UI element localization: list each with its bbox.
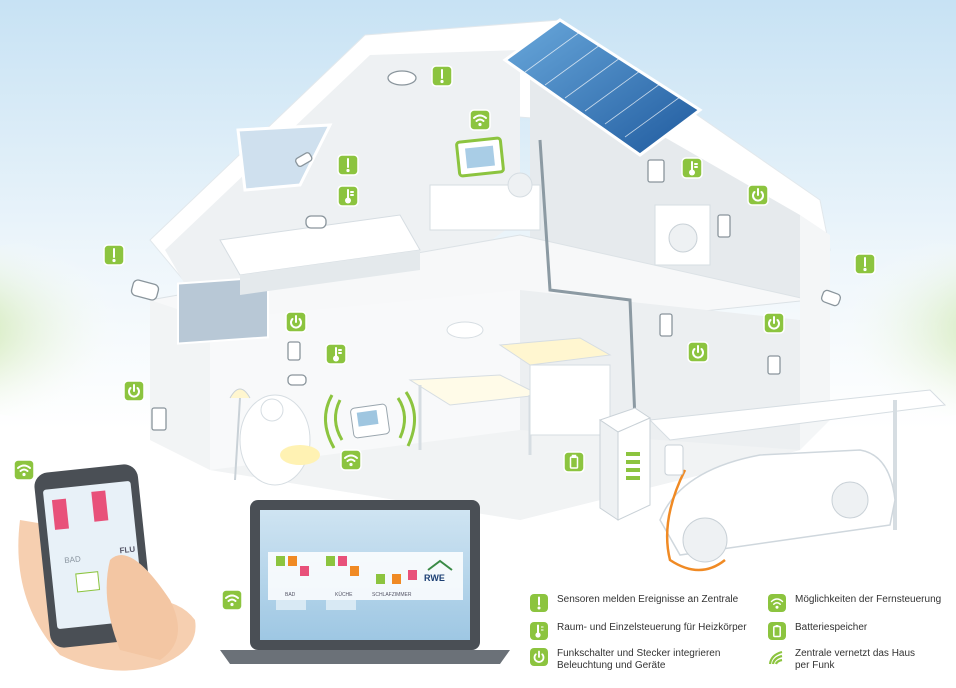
wifi-badge-central [340,449,362,471]
legend-item-heating: Raum- und Einzelsteuerung für Heizkörper [530,622,747,640]
legend-text-network-1: Zentrale vernetzt das Haus [795,648,916,659]
wifi-badge-phone [13,459,35,481]
attic-desk [429,172,541,231]
power-badge-living-wall [285,311,307,333]
rwe-logo: RWE [424,559,453,583]
laptop-room-2: KÜCHE [335,591,353,598]
thermometer-badge-attic [337,185,359,207]
alert-icon [530,594,548,612]
power-badge-kitchen [687,341,709,363]
alert-badge-left [103,244,125,266]
solar-cable [538,139,637,421]
legend-text-heating: Raum- und Einzelsteuerung für Heizkörper [557,622,747,633]
alert-badge-window [337,154,359,176]
wifi-icon [768,594,786,612]
legend-text-remote: Möglichkeiten der Fernsteuerung [795,594,942,605]
laptop-brand: RWE [424,573,445,583]
legend-item-switches: Funkschalter und Stecker integrieren Bel… [530,648,720,672]
smart-home-central-unit [324,391,416,449]
alert-badge-roof [431,65,453,87]
phone-room-label-2: FLU [119,545,136,556]
stove [498,337,612,436]
laptop-room-1: BAD [285,592,296,598]
legend-item-battery: Batteriespeicher [768,622,867,640]
alert-badge-camera [854,253,876,275]
battery-storage [598,407,652,521]
devices [130,70,842,431]
washing-machine [654,204,711,266]
thermometer-badge-living [325,343,347,365]
carport [648,389,947,530]
power-badge-right-wall [763,312,785,334]
legend: Sensoren melden Ereignisse an Zentrale R… [530,588,950,684]
phone-room-label: BAD [64,554,82,565]
thermometer-badge-bath [681,157,703,179]
battery-icon [768,622,786,640]
wifi-badge-tablet [469,109,491,131]
solar-panel [502,18,703,157]
phone-in-hand: BAD FLU [18,464,196,671]
floor-lamp [229,388,251,481]
power-badge-attic-right [747,184,769,206]
radio-waves-icon [768,648,786,666]
legend-item-network: Zentrale vernetzt das Haus per Funk [768,648,915,672]
legend-text-switches-1: Funkschalter und Stecker integrieren [557,648,721,659]
wifi-badge-laptop [221,589,243,611]
attic-bed [219,214,421,295]
laptop-room-3: SCHLAFZIMMER [372,592,412,598]
legend-text-network-2: per Funk [795,660,835,671]
battery-badge [563,451,585,473]
legend-text-switches-2: Beleuchtung und Geräte [557,660,666,671]
armchair-person [239,394,320,486]
laptop: BAD KÜCHE SCHLAFZIMMER RWE [220,500,510,664]
legend-item-sensors: Sensoren melden Ereignisse an Zentrale [530,594,738,612]
power-icon [530,648,548,666]
power-badge-floor-lamp [123,380,145,402]
badges [13,65,876,611]
legend-text-sensors: Sensoren melden Ereignisse an Zentrale [557,594,739,605]
electric-car [659,444,896,572]
wall-tablet [455,136,505,178]
legend-item-remote: Möglichkeiten der Fernsteuerung [768,594,941,612]
thermometer-icon [530,622,548,640]
legend-text-battery: Batteriespeicher [795,622,868,633]
